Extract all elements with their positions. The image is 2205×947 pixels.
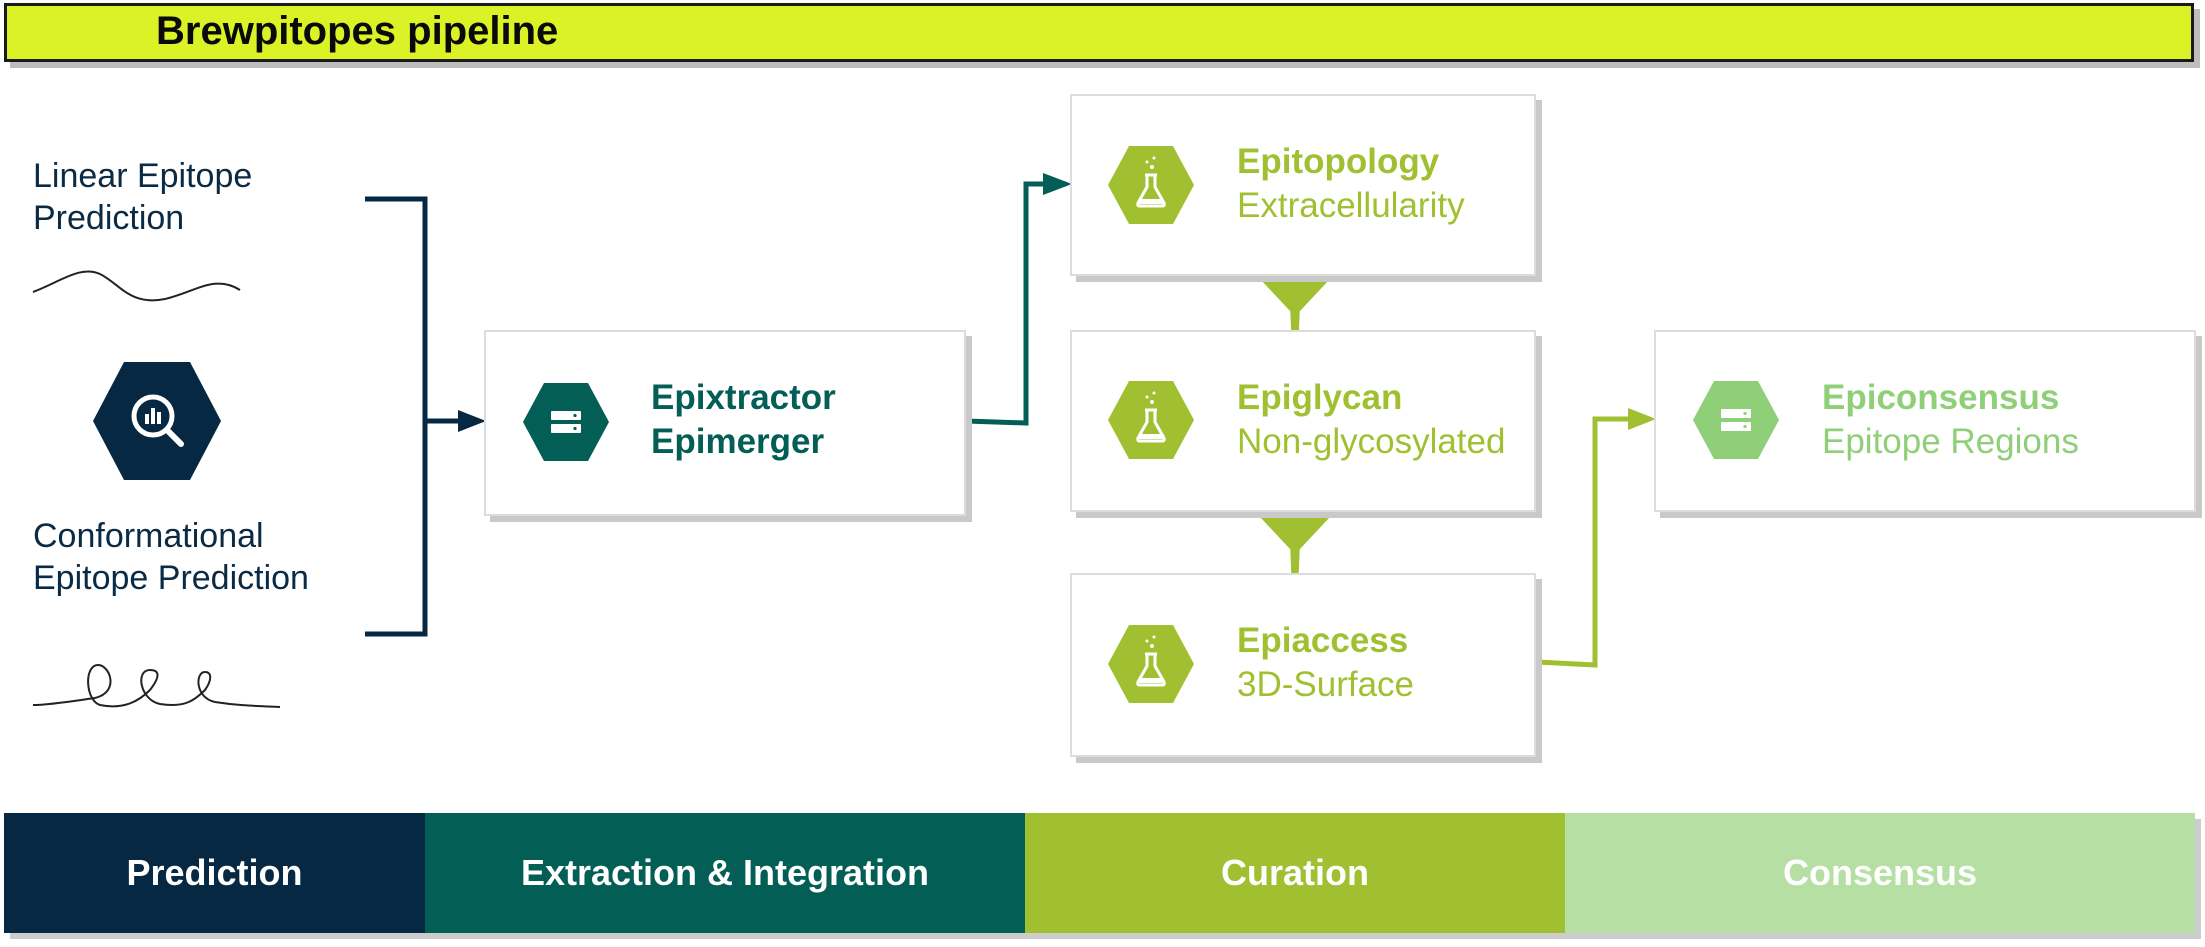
flask-icon (1108, 146, 1194, 224)
flask-icon (1108, 381, 1194, 459)
page-title: Brewpitopes pipeline (156, 9, 559, 53)
flask-icon (1108, 625, 1194, 703)
prediction-analytics-icon (93, 362, 221, 480)
linear-epitope-label-line2: Prediction (33, 199, 185, 237)
node-title: Epiglycan (1237, 378, 1403, 417)
epiaccess-card (1070, 573, 1536, 757)
bracket-arrow (425, 410, 486, 432)
prediction-bracket (365, 196, 428, 637)
server-icon (523, 383, 609, 461)
epixtractor-text: Epixtractor Epimerger (651, 376, 836, 464)
conformational-epitope-label-line2: Epitope Prediction (33, 559, 309, 597)
node-title: Epiaccess (1237, 621, 1409, 660)
linear-epitope-label-line1: Linear Epitope (33, 157, 253, 195)
linear-epitope-label: Linear Epitope Prediction (33, 155, 252, 239)
conformational-epitope-label: Conformational Epitope Prediction (33, 515, 309, 599)
epiglycan-text: Epiglycan Non-glycosylated (1237, 376, 1505, 464)
linear-epitope-squiggle (32, 270, 241, 302)
epiaccess-to-epiconsensus-arrow (1536, 408, 1656, 668)
epiaccess-text: Epiaccess 3D-Surface (1237, 619, 1414, 707)
epitopology-text: Epitopology Extracellularity (1237, 140, 1465, 228)
node-subtitle: Extracellularity (1237, 186, 1465, 225)
stage-consensus: Consensus (1565, 813, 2195, 933)
stage-extraction-integration: Extraction & Integration (425, 813, 1025, 933)
extractor-to-epitopology-arrow (965, 173, 1072, 426)
node-title: Epitopology (1237, 142, 1440, 181)
conformational-epitope-label-line1: Conformational (33, 517, 264, 555)
node-subtitle: Non-glycosylated (1237, 422, 1506, 461)
node-subtitle: Epimerger (651, 422, 825, 461)
header-banner (4, 3, 2194, 62)
server-icon (1693, 381, 1779, 459)
node-title: Epixtractor (651, 378, 836, 417)
conformational-epitope-squiggle (32, 663, 281, 708)
stage-prediction: Prediction (4, 813, 425, 933)
node-subtitle: Epitope Regions (1822, 422, 2079, 461)
node-title: Epiconsensus (1822, 378, 2060, 417)
node-subtitle: 3D-Surface (1237, 665, 1415, 704)
epiconsensus-text: Epiconsensus Epitope Regions (1822, 376, 2079, 464)
stage-curation: Curation (1025, 813, 1565, 933)
